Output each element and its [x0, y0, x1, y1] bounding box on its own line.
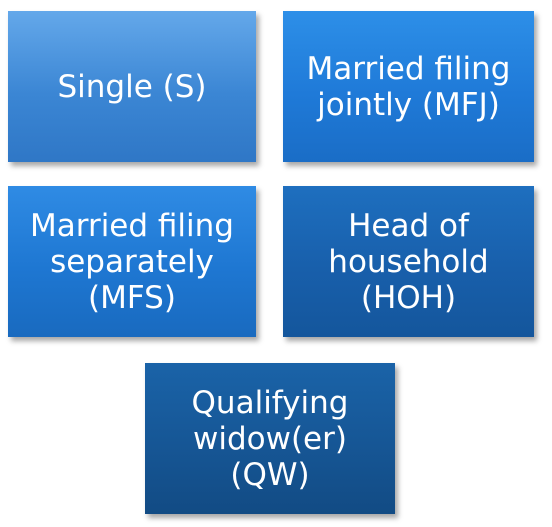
- box-mfj-line-2: jointly (MFJ): [317, 86, 500, 123]
- box-married-filing-separately: Married filing separately (MFS): [8, 186, 256, 337]
- box-hoh-line-3: (HOH): [360, 279, 457, 316]
- box-head-of-household: Head of household (HOH): [283, 186, 534, 337]
- box-hoh-line-1: Head of: [348, 207, 469, 244]
- box-qw-line-3: (QW): [230, 456, 310, 493]
- box-mfs-line-3: (MFS): [88, 279, 176, 316]
- box-hoh-line-2: household: [328, 243, 489, 280]
- box-mfs-line-2: separately: [50, 243, 214, 280]
- box-single: Single (S): [8, 11, 256, 162]
- box-married-filing-jointly: Married filing jointly (MFJ): [283, 11, 534, 162]
- box-qw-line-1: Qualifying: [191, 384, 349, 421]
- box-qualifying-widower: Qualifying widow(er) (QW): [145, 363, 395, 514]
- box-qw-line-2: widow(er): [193, 420, 347, 457]
- box-single-line-1: Single (S): [57, 68, 207, 105]
- box-mfs-line-1: Married filing: [30, 207, 234, 244]
- box-mfj-line-1: Married filing: [306, 50, 511, 87]
